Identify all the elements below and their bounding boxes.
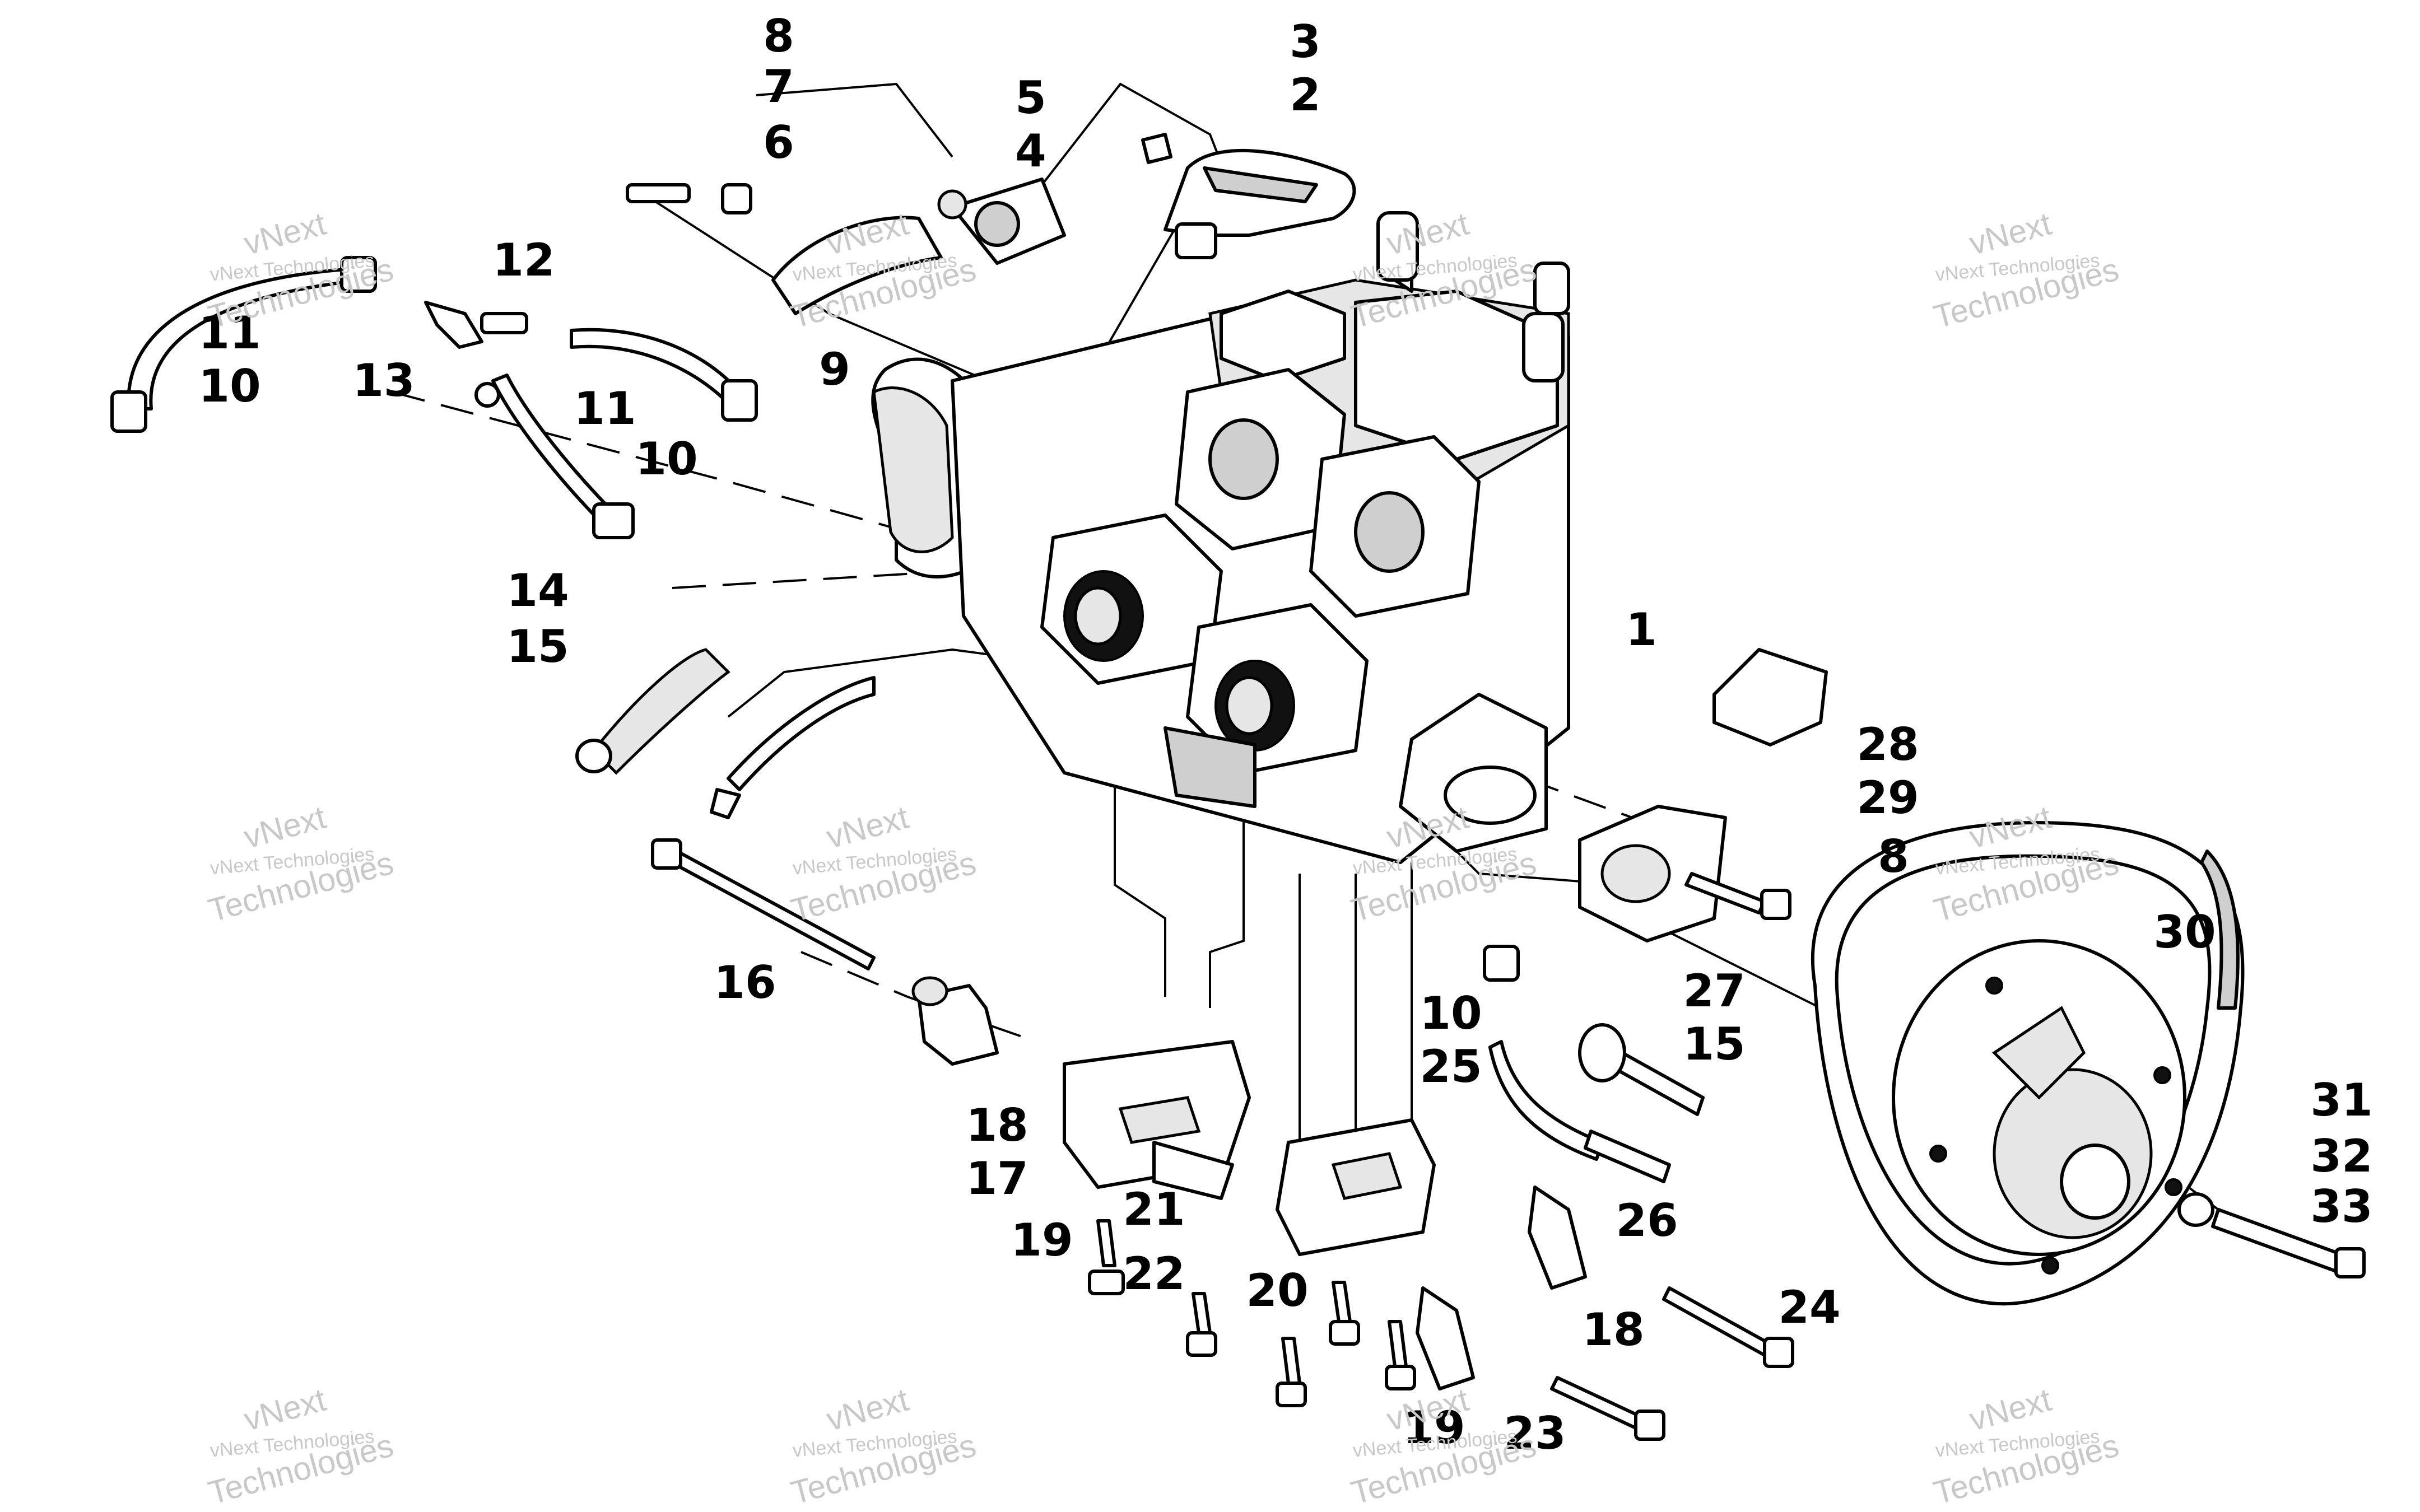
watermark: vNext vNext Technologies Technologies — [787, 1382, 980, 1511]
callout-18-left: 18 — [966, 1099, 1028, 1151]
callout-22: 22 — [1123, 1248, 1185, 1300]
callout-25: 25 — [1420, 1040, 1482, 1093]
callout-15-left: 15 — [506, 620, 569, 673]
callout-27: 27 — [1683, 965, 1745, 1017]
tee-fitting-12 — [424, 301, 483, 349]
callout-16: 16 — [714, 956, 776, 1009]
callout-14: 14 — [506, 564, 569, 617]
engine-mount-bracket — [626, 178, 1066, 315]
callout-6: 6 — [763, 116, 794, 169]
callout-12: 12 — [492, 234, 555, 286]
callout-30: 30 — [2153, 906, 2216, 958]
watermark: vNext vNext Technologies Technologies — [787, 206, 980, 335]
watermark: vNext vNext Technologies Technologies — [1930, 206, 2123, 335]
callout-24: 24 — [1778, 1281, 1840, 1333]
svg-text:vNext: vNext — [240, 1382, 330, 1438]
callout-5: 5 — [1015, 72, 1046, 124]
callout-4: 4 — [1015, 125, 1046, 177]
callout-19-bottom: 19 — [1403, 1402, 1465, 1454]
fuel-hose-assembly — [110, 256, 758, 539]
watermark: vNext vNext Technologies Technologies — [204, 799, 397, 929]
watermark: vNext vNext Technologies Technologies — [204, 206, 397, 335]
svg-text:vNext: vNext — [1966, 1382, 2055, 1438]
callout-19-left: 19 — [1011, 1214, 1073, 1266]
fittings-25-26-27 — [1483, 945, 1705, 1183]
long-bolt-16 — [651, 838, 876, 970]
svg-text:vNext: vNext — [823, 799, 913, 856]
callout-8-right: 8 — [1878, 830, 1909, 883]
washer-bolt-32-33 — [2177, 1192, 2366, 1278]
callout-33: 33 — [2310, 1180, 2372, 1233]
bolts — [1088, 1219, 1794, 1441]
callout-3: 3 — [1290, 16, 1321, 68]
callout-7: 7 — [763, 60, 794, 113]
callout-29: 29 — [1856, 772, 1919, 824]
svg-text:vNext: vNext — [240, 799, 330, 856]
watermark: vNext vNext Technologies Technologies — [1930, 1382, 2123, 1511]
watermark: vNext vNext Technologies Technologies — [1347, 1382, 1540, 1511]
hose-spring-14-15 — [575, 648, 876, 819]
callout-21: 21 — [1123, 1183, 1185, 1235]
callout-28: 28 — [1856, 718, 1919, 771]
callout-17: 17 — [966, 1152, 1028, 1205]
callout-31: 31 — [2310, 1074, 2372, 1126]
callout-1: 1 — [1626, 604, 1657, 656]
callout-11-center: 11 — [574, 382, 636, 435]
callout-15-right: 15 — [1683, 1018, 1745, 1070]
callout-10-left: 10 — [198, 360, 260, 412]
callout-8-top: 8 — [763, 10, 794, 62]
bracket-28-29 — [1578, 648, 1828, 942]
callout-18-right: 18 — [1582, 1304, 1644, 1356]
callout-10-center: 10 — [635, 433, 697, 485]
svg-text:vNext: vNext — [1966, 206, 2055, 262]
recoil-handle — [1141, 133, 1356, 259]
callout-11-left: 11 — [198, 307, 260, 359]
hose-clamp-10 — [110, 390, 147, 433]
svg-text:vNext: vNext — [240, 206, 330, 262]
callout-13: 13 — [352, 354, 415, 407]
callout-numbers: 8 7 6 5 4 3 2 12 11 10 13 11 10 9 14 15 … — [198, 10, 2372, 1459]
bolt-8-right — [1684, 872, 1791, 920]
callout-10-lower: 10 — [1420, 987, 1482, 1039]
watermark: vNext vNext Technologies Technologies — [787, 799, 980, 929]
motor-mounts — [911, 976, 1587, 1390]
callout-2: 2 — [1290, 69, 1321, 121]
svg-text:vNext: vNext — [823, 1382, 913, 1438]
callout-9: 9 — [819, 343, 850, 395]
drive-clutch-and-belt — [1811, 820, 2245, 1306]
engine-block — [871, 211, 1570, 864]
callout-23: 23 — [1504, 1407, 1566, 1459]
watermark: vNext vNext Technologies Technologies — [204, 1382, 397, 1511]
callout-20: 20 — [1246, 1264, 1308, 1317]
callout-26: 26 — [1616, 1194, 1678, 1247]
callout-32: 32 — [2310, 1130, 2372, 1182]
